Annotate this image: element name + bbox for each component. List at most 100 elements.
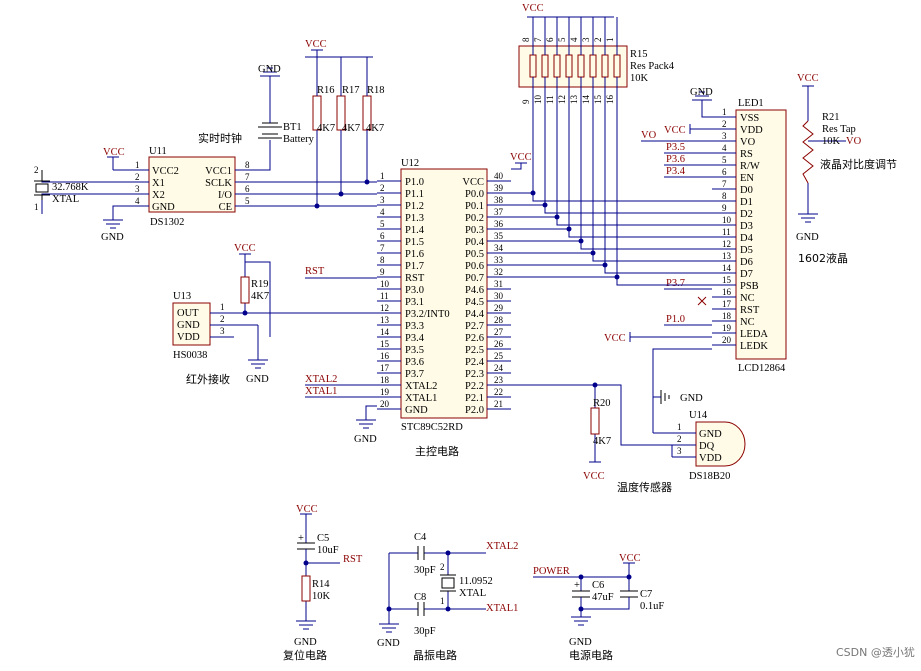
svg-text:1: 1: [677, 422, 682, 432]
power-circuit-label: 电源电路: [569, 648, 613, 662]
pin-label: NC: [740, 317, 755, 328]
reset-label: 复位电路: [283, 648, 327, 662]
svg-text:R16: R16: [317, 85, 335, 96]
pin-number: 29: [494, 303, 504, 313]
pin-number: 26: [494, 339, 504, 349]
u12-ref: U12: [401, 158, 419, 169]
pin-number: 8: [722, 191, 727, 201]
pin-number: 14: [380, 327, 390, 337]
pin-label: XTAL1: [405, 393, 437, 404]
pin-label: P0.0: [465, 189, 484, 200]
pin-label: LEDK: [740, 341, 768, 352]
c7-val: 0.1uF: [640, 601, 664, 612]
pin-number: 11: [722, 227, 731, 237]
r15-part: Res Pack4: [630, 61, 675, 72]
pin-label: P0.4: [465, 237, 485, 248]
pin-number: 8: [380, 255, 385, 265]
reset-circuit: VCC + RST C5 10uF R14 10K GND: [294, 504, 363, 648]
pin-label: P3.3: [405, 321, 424, 332]
pin-number: 39: [494, 183, 504, 193]
pin-number: 3: [722, 131, 727, 141]
svg-text:VO: VO: [846, 136, 862, 147]
u12-part: STC89C52RD: [401, 422, 463, 433]
pin-label: I/O: [218, 190, 232, 201]
u13-hs0038: U13 HS0038 OUT GND VDD 1 2 3: [172, 291, 258, 361]
pin-number: 25: [494, 351, 504, 361]
c8-val: 30pF: [414, 626, 436, 637]
pin-number: 20: [722, 335, 732, 345]
bus-wire: [511, 216, 712, 226]
vcc-label: VCC: [619, 553, 641, 564]
svg-text:4K7: 4K7: [366, 123, 384, 134]
gnd-symbol: [356, 419, 376, 429]
y2-value: 11.0952: [459, 576, 493, 587]
net-rst-label: RST: [305, 266, 325, 277]
pin-label: GND: [405, 405, 428, 416]
pin-number: 6: [245, 184, 250, 194]
pin-number: 7: [533, 37, 543, 42]
y2-part: XTAL: [459, 588, 486, 599]
pin-label: GND: [152, 202, 175, 213]
pin-number: 28: [494, 315, 504, 325]
u11-ref: U11: [149, 146, 167, 157]
power-circuit: VCC POWER + C6 47uF C7 0.1uF GND: [533, 553, 664, 648]
r20-ref: R20: [593, 398, 611, 409]
lcd-part: LCD12864: [738, 363, 786, 374]
svg-text:VDD: VDD: [177, 332, 200, 343]
pin-number: 9: [380, 267, 385, 277]
pin-label: VCC: [462, 177, 484, 188]
y1-value: 32.768K: [52, 182, 89, 193]
r14-ref: R14: [312, 579, 330, 590]
pin-label: VSS: [740, 113, 759, 124]
pin-label: P1.1: [405, 189, 424, 200]
pin-label: X2: [152, 190, 165, 201]
junction: [614, 274, 620, 280]
pin-number: 40: [494, 171, 504, 181]
pin-number: 5: [722, 155, 727, 165]
pin-number: 16: [722, 287, 732, 297]
svg-text:GND: GND: [699, 429, 722, 440]
pin-label: X1: [152, 178, 165, 189]
svg-text:4K7: 4K7: [342, 123, 360, 134]
junction: [602, 262, 608, 268]
pin-number: 36: [494, 219, 504, 229]
pin-label: P2.2: [465, 381, 484, 392]
gnd-label: GND: [246, 374, 269, 385]
pin-number: 7: [245, 172, 250, 182]
pin-number: 13: [569, 95, 579, 105]
pin-label: P0.5: [465, 249, 484, 260]
svg-text:R18: R18: [367, 85, 385, 96]
pin-label: P0.2: [465, 213, 484, 224]
pullup-resistors: VCC R16 R17 R18 4K7 4K7 4K7: [305, 39, 385, 209]
bt1-battery: GND BT1 Battery: [258, 64, 315, 171]
pin-number: 1: [722, 107, 727, 117]
c4-val: 30pF: [414, 565, 436, 576]
pin-label: P2.1: [465, 393, 484, 404]
svg-text:+: +: [298, 533, 304, 544]
pin-number: 27: [494, 327, 504, 337]
pin-number: 19: [722, 323, 732, 333]
junction: [530, 190, 536, 196]
y1-part: XTAL: [52, 194, 79, 205]
r20-val: 4K7: [593, 436, 611, 447]
gnd-label: GND: [690, 87, 713, 98]
svg-text:2: 2: [220, 314, 225, 324]
pin-number: 7: [380, 243, 385, 253]
pin-label: P2.6: [465, 333, 484, 344]
svg-text:2: 2: [677, 434, 682, 444]
bus-wire: [511, 264, 712, 274]
pin-label: SCLK: [205, 178, 232, 189]
pin-number: 24: [494, 363, 504, 373]
pin-label: P2.3: [465, 369, 484, 380]
pin-number: 14: [581, 95, 591, 105]
pin-label: PSB: [740, 281, 759, 292]
pin-number: 17: [722, 299, 732, 309]
svg-text:R17: R17: [342, 85, 360, 96]
pin-number: 11: [380, 291, 389, 301]
pin-number: 30: [494, 291, 504, 301]
vcc-label: VCC: [103, 147, 125, 158]
pin-label: RST: [405, 273, 425, 284]
pin-label: LEDA: [740, 329, 768, 340]
